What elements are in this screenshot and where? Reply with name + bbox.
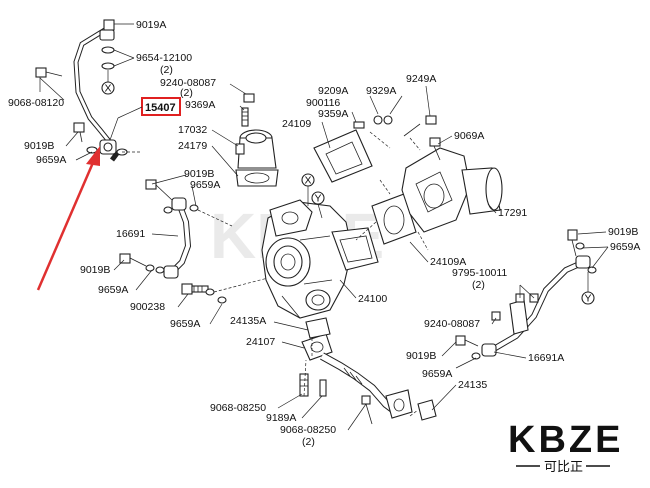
- gasket-24109: [313, 129, 373, 183]
- label-9659a-4: 9659A: [170, 318, 200, 330]
- label-9359a: 9359A: [318, 108, 348, 120]
- connector-y-right: Y: [581, 272, 595, 305]
- oil-pipe-16691a: [481, 255, 591, 357]
- bolt-9068-08250-b: [361, 395, 373, 425]
- label-9659a-1: 9659A: [36, 154, 66, 166]
- gasket-24135: [417, 399, 437, 421]
- label-9240-08087: 9240-08087: [160, 77, 216, 89]
- label-24107: 24107: [246, 336, 275, 348]
- label-9654-12100: 9654-12100: [136, 52, 192, 64]
- exhaust-elbow-17291: [401, 147, 503, 233]
- bolt-9019b-lowright: [455, 335, 481, 360]
- label-9068-08250-a: 9068-08250: [210, 402, 266, 414]
- label-9068-08250-b: 9068-08250: [280, 424, 336, 436]
- label-9068-08120: 9068-08120: [8, 97, 64, 109]
- label-9209a: 9209A: [318, 85, 348, 97]
- bolts-9240-08087: [229, 83, 255, 103]
- red-arrow: [36, 146, 100, 291]
- label-9019b-5: 9019B: [608, 226, 638, 238]
- kbze-logo: KBZE 可比正: [508, 419, 623, 475]
- nuts-9209a-9329a: [353, 115, 393, 129]
- label-16691: 16691: [116, 228, 145, 240]
- label-17032: 17032: [178, 124, 207, 136]
- label-9240-08087-b: 9240-08087: [424, 318, 480, 330]
- label-9068-qty: (2): [302, 436, 315, 448]
- label-24100: 24100: [358, 293, 387, 305]
- gasket-24135a: [305, 317, 331, 339]
- label-17291: 17291: [498, 207, 527, 219]
- label-16691a: 16691A: [528, 352, 564, 364]
- leader-lines: [39, 77, 609, 431]
- bolt-9249a: [403, 115, 437, 137]
- bolt-9019b-right: [567, 229, 597, 274]
- label-9069a: 9069A: [454, 130, 484, 142]
- gasket-24179: [235, 169, 279, 187]
- label-9659a-5: 9659A: [422, 368, 452, 380]
- connector-x-turbo: X: [301, 173, 315, 206]
- pipe-24107: [301, 333, 413, 419]
- label-9019a: 9019A: [136, 19, 166, 31]
- logo-text: KBZE: [508, 419, 623, 461]
- label-9654-qty: (2): [160, 64, 173, 76]
- stud-9369a: [241, 107, 249, 127]
- label-9659a-6: 9659A: [610, 241, 640, 253]
- label-9795-qty: (2): [472, 279, 485, 291]
- stud-9189a: [319, 379, 327, 397]
- gasket-24109a: [371, 193, 417, 245]
- label-24179: 24179: [178, 140, 207, 152]
- logo-subtext: 可比正: [544, 460, 583, 475]
- label-9329a: 9329A: [366, 85, 396, 97]
- connector-x-top: X: [101, 70, 115, 95]
- label-9249a: 9249A: [406, 73, 436, 85]
- oil-return-pipe-16691: [163, 197, 192, 279]
- highlight-box: [141, 97, 181, 116]
- svg-text:Y: Y: [585, 293, 592, 305]
- svg-text:X: X: [105, 83, 112, 95]
- label-24135a: 24135A: [230, 315, 266, 327]
- bolt-9019b-lower: [119, 253, 165, 274]
- label-900238: 900238: [130, 301, 165, 313]
- label-24109: 24109: [282, 118, 311, 130]
- label-9240-qty: (2): [180, 87, 193, 99]
- label-9659a-3: 9659A: [98, 284, 128, 296]
- label-15407: 15407: [145, 102, 176, 114]
- label-9019b-4: 9019B: [406, 350, 436, 362]
- svg-text:X: X: [305, 175, 312, 187]
- bolt-9068-08250-a: [299, 373, 309, 397]
- label-900116: 900116: [306, 97, 340, 109]
- label-9189a: 9189A: [266, 412, 296, 424]
- bolt-9069a: [429, 137, 441, 161]
- banjo-bolt-9019a: [103, 19, 134, 31]
- elbow-17032: [235, 129, 277, 169]
- label-9659a-2: 9659A: [190, 179, 220, 191]
- part-labels: 9019A 9654-12100 (2) 9240-08087 (2) 9068…: [8, 19, 640, 448]
- label-9795-10011: 9795-10011: [452, 267, 507, 279]
- bolt-9068-08120: [35, 67, 63, 92]
- connector-y-turbo: Y: [311, 191, 325, 219]
- label-24135: 24135: [458, 379, 487, 391]
- label-24109a: 24109A: [430, 256, 466, 268]
- turbocharger-24100: [261, 199, 379, 319]
- svg-text:Y: Y: [315, 193, 322, 205]
- label-9019b-3: 9019B: [80, 264, 110, 276]
- label-9019b-2: 9019B: [184, 168, 214, 180]
- bolt-9019b-mid: [145, 179, 199, 214]
- label-9369a: 9369A: [185, 99, 215, 111]
- connector-900238: [181, 283, 227, 304]
- label-9019b-1: 9019B: [24, 140, 54, 152]
- gaskets-9654: [101, 46, 135, 70]
